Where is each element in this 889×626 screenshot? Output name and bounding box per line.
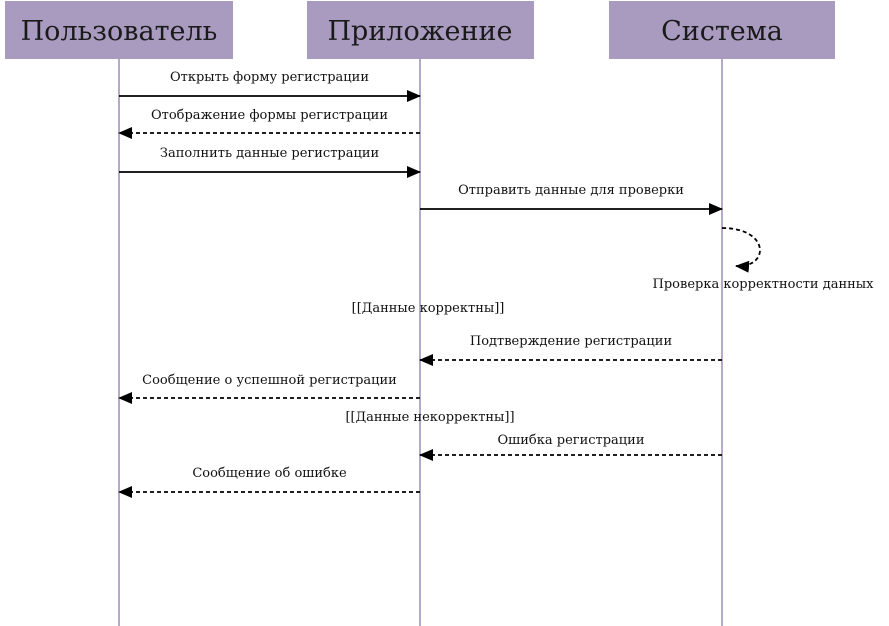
actor-label-app: Приложение — [327, 16, 512, 47]
guard-condition-label: [[Данные корректны]] — [352, 301, 505, 316]
message-label: Ошибка регистрации — [498, 433, 645, 448]
message-label: Отправить данные для проверки — [458, 183, 684, 198]
message-label: Сообщение о успешной регистрации — [142, 373, 397, 388]
actor-box-sys — [609, 1, 835, 59]
message-label: Подтверждение регистрации — [470, 334, 672, 349]
message-label: Проверка корректности данных — [653, 277, 875, 292]
message-label: Отображение формы регистрации — [151, 108, 388, 123]
actor-label-user: Пользователь — [21, 16, 218, 47]
message-label: Заполнить данные регистрации — [160, 146, 379, 161]
actor-box-user — [5, 1, 233, 59]
actor-label-sys: Система — [661, 16, 783, 47]
self-message-arrow — [721, 227, 761, 273]
message-label: Открыть форму регистрации — [170, 70, 369, 85]
guard-condition-label: [[Данные некорректны]] — [345, 410, 514, 425]
message-label: Сообщение об ошибке — [192, 466, 347, 481]
actor-box-app — [307, 1, 534, 59]
